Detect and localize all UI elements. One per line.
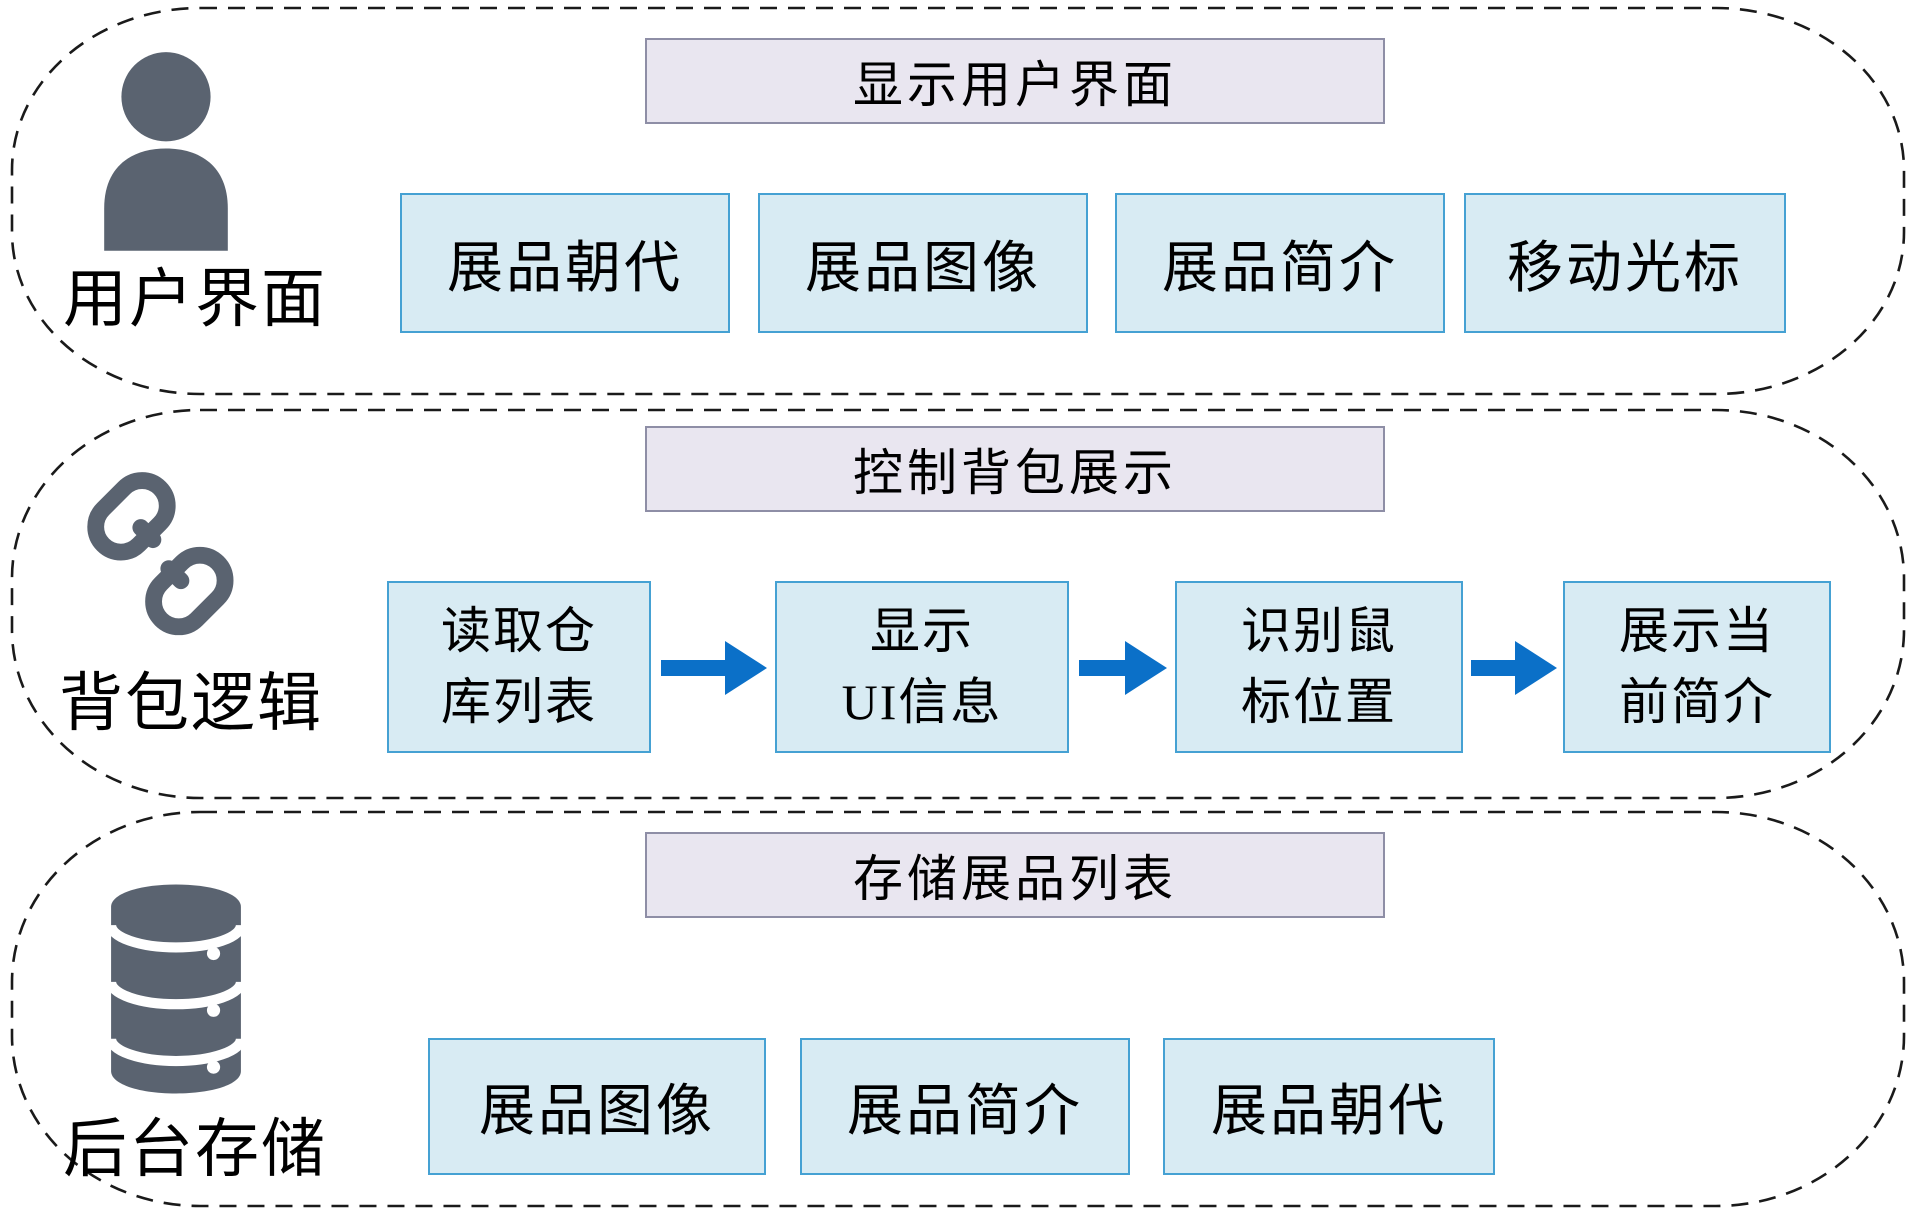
dashed-outline [10, 408, 1906, 800]
flow-step-line: UI信息 [841, 674, 1003, 730]
section-backpack-logic: 背包逻辑 控制背包展示 读取仓 库列表 显示 UI信息 识别鼠 标位置 展示当 … [10, 408, 1906, 800]
section-title-text: 显示用户界面 [853, 57, 1177, 113]
section-title-control-backpack: 控制背包展示 [645, 426, 1385, 512]
flow-arrow [1079, 641, 1167, 695]
flow-arrow [1471, 641, 1557, 695]
section-user-interface: 用户界面 显示用户界面 展品朝代 展品图像 展品简介 移动光标 [10, 6, 1906, 396]
flow-step-line: 展示当 [1619, 603, 1775, 659]
layer-label-backpack-logic: 背包逻辑 [59, 668, 323, 739]
dashed-outline [10, 6, 1906, 396]
section-title-text: 存储展品列表 [853, 851, 1177, 907]
dashed-outline [10, 810, 1906, 1208]
item-label: 展品简介 [1162, 237, 1398, 300]
item-box: 展品简介 [1115, 193, 1445, 333]
section-title-store-exhibit-list: 存储展品列表 [645, 832, 1385, 918]
flow-arrow [661, 641, 767, 695]
item-box: 展品简介 [800, 1038, 1130, 1175]
item-box: 展品图像 [428, 1038, 766, 1175]
item-box: 展品朝代 [1163, 1038, 1495, 1175]
flow-step-display-ui-info: 显示 UI信息 [775, 581, 1069, 753]
item-label: 展品朝代 [1211, 1081, 1447, 1143]
flow-step-line: 识别鼠 [1241, 603, 1397, 659]
flow-step-line: 标位置 [1241, 674, 1397, 730]
item-label: 展品简介 [847, 1081, 1083, 1143]
section-backend-storage: 后台存储 存储展品列表 展品图像 展品简介 展品朝代 [10, 810, 1906, 1208]
item-label: 展品图像 [479, 1081, 715, 1143]
flow-step-show-current-intro: 展示当 前简介 [1563, 581, 1831, 753]
item-box: 展品朝代 [400, 193, 730, 333]
layer-label-backend-storage: 后台存储 [63, 1114, 327, 1185]
flow-step-detect-mouse-position: 识别鼠 标位置 [1175, 581, 1463, 753]
item-box: 移动光标 [1464, 193, 1786, 333]
flow-step-line: 读取仓 [441, 603, 597, 659]
item-box: 展品图像 [758, 193, 1088, 333]
item-label: 展品图像 [805, 237, 1041, 300]
section-title-text: 控制背包展示 [853, 445, 1177, 501]
flow-step-line: 库列表 [441, 674, 597, 730]
flow-step-line: 前简介 [1619, 674, 1775, 730]
section-title-display-ui: 显示用户界面 [645, 38, 1385, 124]
chain-link-icon [82, 460, 250, 652]
database-icon [105, 880, 247, 1098]
person-icon [90, 48, 242, 256]
layer-label-user-interface: 用户界面 [63, 264, 327, 335]
item-label: 移动光标 [1507, 237, 1743, 300]
flow-step-read-warehouse-list: 读取仓 库列表 [387, 581, 651, 753]
item-label: 展品朝代 [447, 237, 683, 300]
flow-step-line: 显示 [870, 603, 974, 659]
